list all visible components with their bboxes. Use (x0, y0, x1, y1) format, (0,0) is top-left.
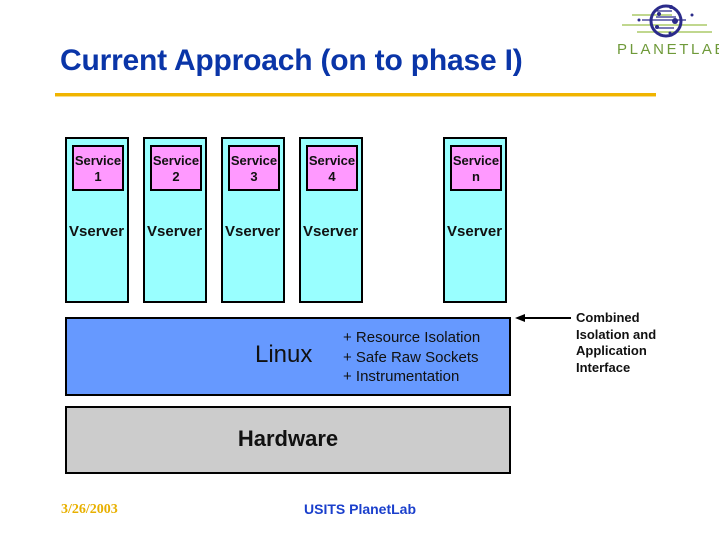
service-label: Service (452, 153, 500, 168)
planetlab-globe-icon (622, 4, 712, 38)
service-id: 4 (328, 169, 336, 184)
linux-layer: Linux + Resource Isolation + Safe Raw So… (65, 317, 511, 396)
callout-line: Combined (576, 310, 640, 325)
planetlab-logo-text: PLANETLAB (617, 41, 719, 58)
callout-line: Application (576, 343, 647, 358)
feature-item: + Resource Isolation (343, 329, 481, 346)
hardware-label: Hardware (237, 426, 339, 451)
service-id: 2 (172, 169, 180, 184)
footer-title: USITS PlanetLab (304, 501, 417, 517)
vserver-label: Vserver (447, 223, 503, 240)
hardware-layer: Hardware (65, 406, 511, 474)
title-divider (55, 93, 656, 97)
service-box-n: Service n (450, 145, 502, 191)
vserver-box-4: Service 4 Vserver (299, 137, 363, 303)
vserver-label: Vserver (225, 223, 281, 240)
service-label: Service (152, 153, 200, 168)
service-label: Service (308, 153, 356, 168)
service-id: 3 (250, 169, 258, 184)
feature-item: + Safe Raw Sockets (343, 348, 479, 366)
service-box-1: Service 1 (72, 145, 124, 191)
vserver-box-n: Service n Vserver (443, 137, 507, 303)
vserver-box-3: Service 3 Vserver (221, 137, 285, 303)
linux-feature-list: + Resource Isolation + Safe Raw Sockets … (343, 328, 480, 387)
interface-callout: Combined Isolation and Application Inter… (576, 310, 656, 376)
callout-line: Isolation and (576, 326, 657, 342)
vserver-label: Vserver (69, 223, 125, 240)
service-label: Service (74, 153, 122, 168)
arrow-left-icon (515, 314, 571, 322)
vserver-box-2: Service 2 Vserver (143, 137, 207, 303)
footer-date: 3/26/2003 (61, 502, 118, 517)
callout-line: Interface (576, 359, 631, 375)
feature-item: + Instrumentation (343, 368, 460, 385)
vserver-label: Vserver (303, 223, 359, 240)
service-id: n (472, 169, 480, 184)
service-label: Service (230, 153, 278, 168)
linux-label: Linux (255, 341, 313, 368)
service-box-4: Service 4 (306, 145, 358, 191)
vserver-label: Vserver (147, 223, 203, 240)
slide-title: Current Approach (on to phase I) (60, 44, 523, 77)
service-box-2: Service 2 (150, 145, 202, 191)
service-id: 1 (94, 169, 102, 184)
vserver-box-1: Service 1 Vserver (65, 137, 129, 303)
service-box-3: Service 3 (228, 145, 280, 191)
